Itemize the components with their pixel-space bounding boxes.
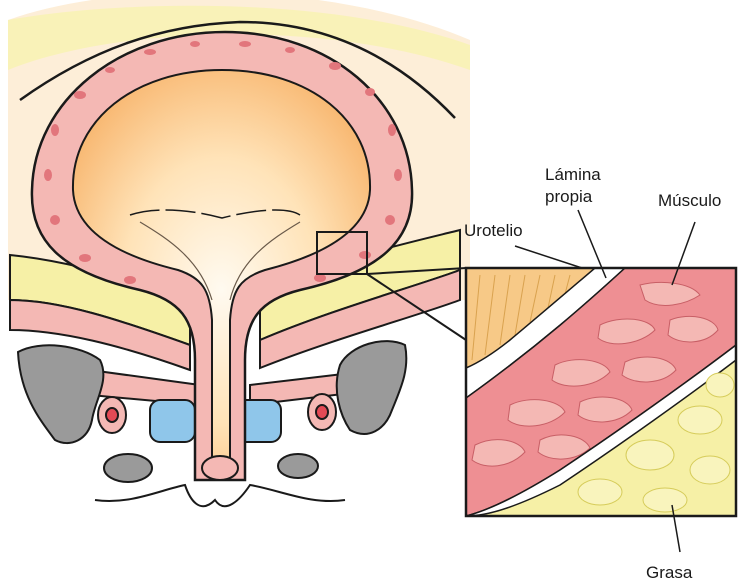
label-lamina-line1: Lámina [545,165,601,184]
magnified-inset [466,268,736,516]
gray-tissue-right [337,341,407,434]
label-urotelio: Urotelio [464,221,523,240]
pelvic-base-folds [95,485,345,506]
label-lamina-line2: propia [545,187,593,206]
label-musculo: Músculo [658,191,721,210]
leader-urotelio [515,246,582,268]
gray-tissue-left [18,345,103,443]
urethral-meatus [202,456,238,480]
label-grasa: Grasa [646,563,693,582]
